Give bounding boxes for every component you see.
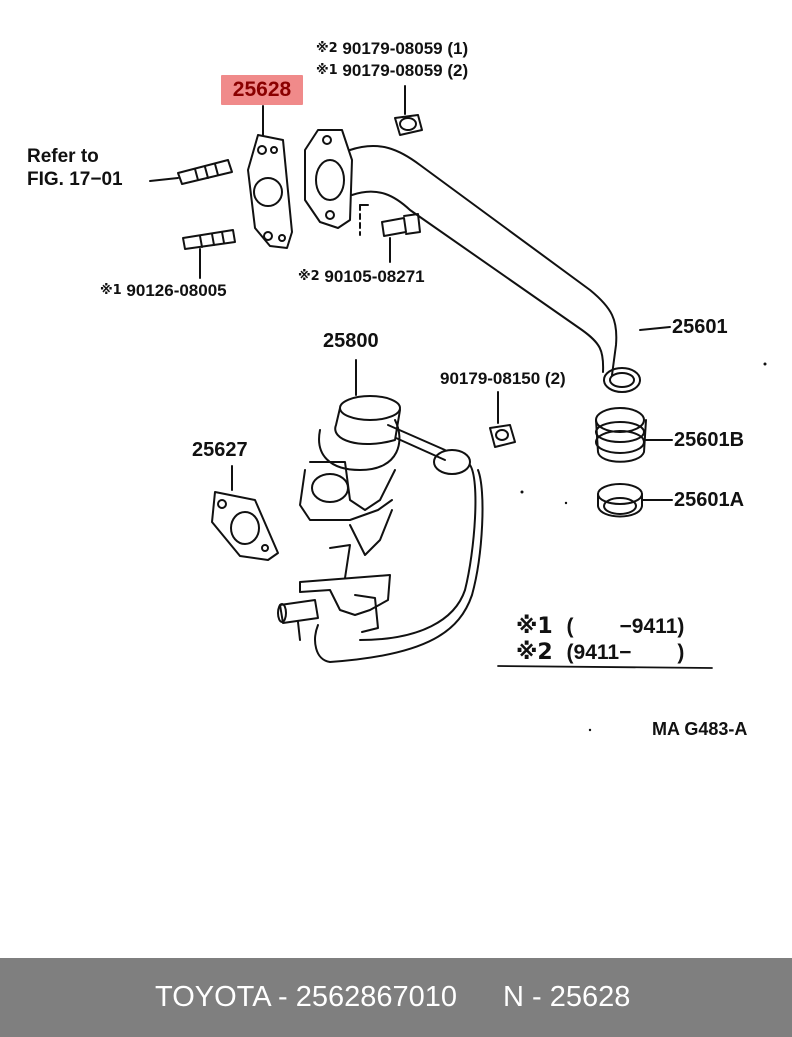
- legend-row-1: ※1 (−9411): [516, 614, 685, 639]
- legend-row-2: ※2 (9411−): [516, 640, 685, 665]
- valve-label: 25800: [323, 330, 379, 352]
- gasket-25627-shape: [211, 465, 279, 561]
- nut-mid-label: 90179-08150 (2): [440, 369, 566, 388]
- footer-n-part: N - 25628: [503, 981, 631, 1013]
- bolt-shape: [359, 204, 421, 263]
- pipe-25601-shape: [349, 145, 641, 393]
- diagram-code: MA G483-A: [652, 719, 748, 739]
- footer-brand-part: TOYOTA - 2562867010: [155, 981, 458, 1013]
- grommet-b-shape: [595, 407, 673, 463]
- gasket-25628-shape: [247, 134, 293, 249]
- grommet-b-label: 25601B: [674, 429, 745, 451]
- egr-valve-shape: [277, 359, 484, 663]
- pipe-flange-shape: [304, 129, 353, 229]
- stud-upper-shape: [149, 159, 233, 185]
- highlighted-part-label[interactable]: 25628: [221, 75, 303, 105]
- nut-top-2-label: ※1 90179-08059 (2): [316, 61, 469, 80]
- nut-mid-shape: [489, 391, 516, 448]
- grommet-a-label: 25601A: [674, 489, 745, 511]
- grommet-a-shape: [597, 483, 673, 518]
- nut-top-1-label: ※2 90179-08059 (1): [316, 39, 469, 58]
- nut-upper-shape: [394, 85, 423, 136]
- parts-diagram: [149, 85, 767, 732]
- stud-lower-shape: [182, 229, 236, 279]
- pipe-label: 25601: [672, 316, 728, 338]
- footer-bar: TOYOTA - 2562867010 N - 25628: [0, 958, 792, 1037]
- stud-label: ※1 90126-08005: [100, 281, 227, 300]
- gasket-label: 25627: [192, 439, 248, 461]
- bolt-label: ※2 90105-08271: [298, 267, 425, 286]
